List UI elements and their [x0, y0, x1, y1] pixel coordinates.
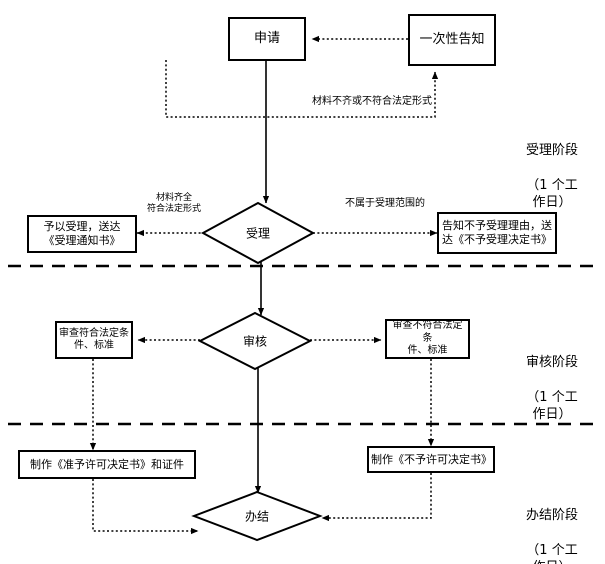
stage-label-review-duration: （1 个工作日） [526, 389, 578, 423]
node-permit-grant-doc[interactable]: 制作《准予许可决定书》和证件 [18, 450, 196, 479]
stage-label-accept-name: 受理阶段 [525, 142, 578, 158]
stage-label-accept: 受理阶段 （1 个工作日） [526, 124, 579, 229]
stage-label-finish: 办结阶段 （1 个工作日） [526, 489, 579, 564]
node-review-pass[interactable]: 审查符合法定条 件、标准 [55, 321, 133, 359]
stage-label-review: 审核阶段 （1 个工作日） [526, 336, 579, 441]
stage-label-finish-name: 办结阶段 [525, 507, 578, 523]
edge-label-out-of-scope: 不属于受理范围的 [345, 198, 425, 209]
node-review-fail-label: 审查不符合法定条 件、标准 [392, 320, 463, 357]
edge-deny-doc-to-finish [321, 473, 432, 522]
node-one-time-notice-label: 一次性告知 [419, 31, 485, 47]
edge-incomplete-materials-return [165, 60, 439, 118]
node-permit-deny-doc[interactable]: 制作《不予许可决定书》 [367, 446, 495, 473]
edge-label-materials-complete: 材料齐全 符合法定形式 [146, 193, 201, 214]
node-finish-decision-label: 办结 [244, 509, 270, 524]
node-accept-no-label: 告知不予受理理由，送 达《不予受理决定书》 [442, 219, 552, 246]
stage-label-review-name: 审核阶段 [525, 354, 578, 370]
node-review-pass-label: 审查符合法定条 件、标准 [59, 327, 129, 352]
node-application[interactable]: 申请 [228, 17, 306, 61]
node-permit-deny-doc-label: 制作《不予许可决定书》 [371, 452, 492, 466]
node-application-label: 申请 [253, 30, 280, 46]
diamond-accept [200, 201, 316, 265]
edge-grant-doc-to-finish [92, 479, 199, 535]
diamond-review [197, 311, 313, 371]
stage-label-finish-duration: （1 个工作日） [526, 542, 578, 564]
node-review-fail[interactable]: 审查不符合法定条 件、标准 [385, 319, 470, 359]
edge-label-incomplete-materials: 材料不齐或不符合法定形式 [312, 96, 432, 107]
node-accept-yes[interactable]: 予以受理，送达 《受理通知书》 [27, 215, 137, 253]
node-one-time-notice[interactable]: 一次性告知 [408, 14, 496, 66]
stage-label-accept-duration: （1 个工作日） [526, 177, 578, 211]
node-permit-grant-doc-label: 制作《准予许可决定书》和证件 [30, 457, 184, 471]
node-accept-decision-label: 受理 [245, 226, 271, 241]
diamond-finish [191, 490, 323, 542]
node-review-decision-label: 审核 [242, 334, 268, 349]
node-accept-yes-label: 予以受理，送达 《受理通知书》 [43, 220, 121, 247]
node-accept-no[interactable]: 告知不予受理理由，送 达《不予受理决定书》 [437, 212, 557, 254]
